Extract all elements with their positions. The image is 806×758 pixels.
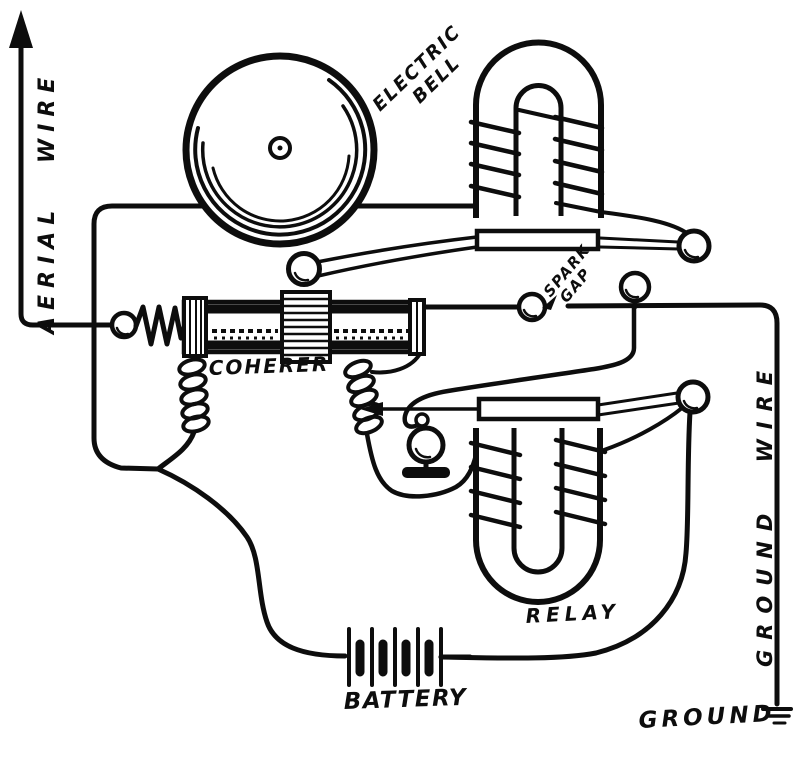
relay-ball-to-battery-wire — [438, 409, 693, 661]
relay-electromagnet — [468, 406, 684, 605]
battery-label: BATTERY — [343, 685, 468, 715]
aerial-wire-lead — [9, 10, 115, 328]
battery — [347, 627, 473, 687]
bell-hammer-ball — [286, 251, 322, 287]
relay-needle-tip — [360, 402, 383, 416]
relay-contact-post — [402, 412, 450, 478]
bell-electromagnet — [468, 39, 690, 236]
relay-armature — [360, 379, 711, 422]
electric-bell-label: ELECTRIC BELL — [369, 21, 466, 115]
bell-magnet-windings — [468, 108, 605, 200]
arrow-up-icon — [9, 10, 33, 48]
magnet-to-pivot-wire — [554, 201, 690, 236]
coherer-left-spring — [177, 357, 211, 434]
contact-base — [402, 467, 450, 478]
spark-gap-label: SPARK GAP — [540, 241, 595, 306]
electric-bell-gong — [182, 52, 378, 248]
ground-label: GROUND — [638, 701, 776, 734]
coherer-left-plug — [182, 296, 208, 358]
relay-label: RELAY — [525, 599, 621, 628]
relay-windings — [468, 437, 608, 530]
coherer — [181, 290, 426, 364]
coherer-ribbed-band — [280, 290, 332, 364]
ground-wire-label: GROUND WIRE — [753, 361, 777, 667]
spring-to-relay-coil-wire — [364, 431, 479, 499]
spark-gap — [516, 270, 652, 323]
battery-feed-wire — [155, 429, 348, 659]
contact-knob — [414, 412, 430, 428]
spark-gap-right-ball — [618, 270, 652, 310]
spark-gap-pointer-icon — [542, 295, 557, 310]
aerial-terminal-ball — [109, 310, 139, 340]
sparkgap-to-contact-wire — [402, 302, 637, 429]
ground-wire-run — [565, 302, 793, 725]
relay-pivot-ball — [675, 379, 711, 415]
coherer-label: COHERER — [208, 352, 329, 380]
bell-armature — [286, 228, 712, 287]
spark-gap-left-ball — [516, 291, 548, 323]
relay-coil-to-ball-wire — [602, 406, 684, 452]
coherer-right-plug — [408, 298, 426, 356]
coherer-spring-zigzag — [133, 304, 188, 347]
bell-pivot-ball — [676, 228, 712, 264]
aerial-wire-label: AERIAL WIRE — [35, 71, 60, 336]
bell-circuit-wire — [91, 203, 478, 472]
